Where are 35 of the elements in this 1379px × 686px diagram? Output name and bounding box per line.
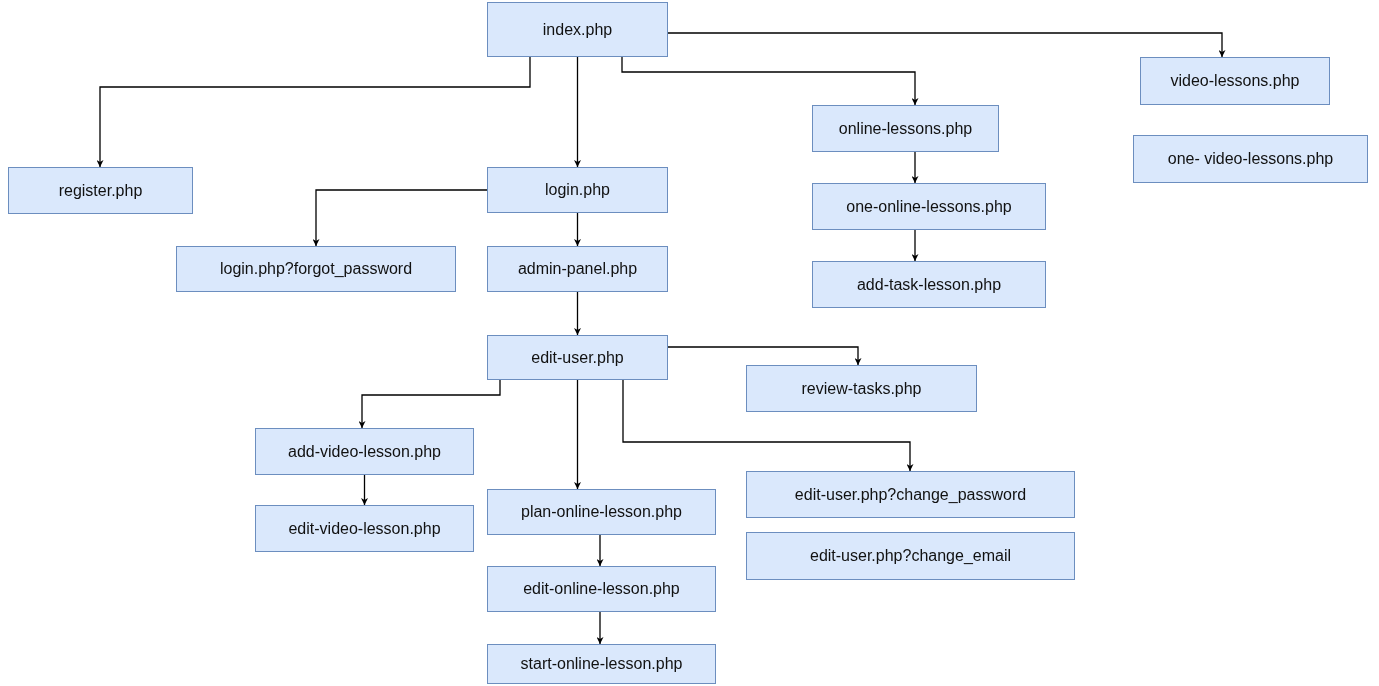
arrow [312, 189, 488, 247]
arrow [911, 229, 919, 262]
arrow [621, 56, 919, 106]
page-box: video-lessons.php [1140, 57, 1330, 105]
page-box: online-lessons.php [812, 105, 999, 152]
page-box: start-online-lesson.php [487, 644, 716, 684]
arrow [574, 212, 581, 247]
page-box: edit-online-lesson.php [487, 566, 716, 612]
page-box: review-tasks.php [746, 365, 977, 412]
page-box: login.php?forgot_password [176, 246, 456, 292]
arrow [596, 611, 604, 645]
arrow [358, 379, 501, 429]
page-box: edit-user.php?change_email [746, 532, 1075, 580]
arrow [596, 534, 604, 567]
page-box: edit-user.php [487, 335, 668, 380]
page-box: register.php [8, 167, 193, 214]
arrow [96, 56, 531, 168]
page-box: add-video-lesson.php [255, 428, 474, 475]
arrow [574, 379, 581, 490]
page-box: index.php [487, 2, 668, 57]
arrow [667, 346, 862, 366]
arrow [667, 32, 1226, 58]
page-box: edit-video-lesson.php [255, 505, 474, 552]
page-box: one- video-lessons.php [1133, 135, 1368, 183]
page-box: login.php [487, 167, 668, 213]
arrow [622, 379, 914, 472]
page-box: admin-panel.php [487, 246, 668, 292]
page-box: plan-online-lesson.php [487, 489, 716, 535]
arrow [361, 474, 368, 506]
page-box: one-online-lessons.php [812, 183, 1046, 230]
arrow [574, 56, 581, 168]
page-box: edit-user.php?change_password [746, 471, 1075, 518]
page-box: add-task-lesson.php [812, 261, 1046, 308]
arrow [911, 151, 919, 184]
arrow [574, 291, 581, 336]
